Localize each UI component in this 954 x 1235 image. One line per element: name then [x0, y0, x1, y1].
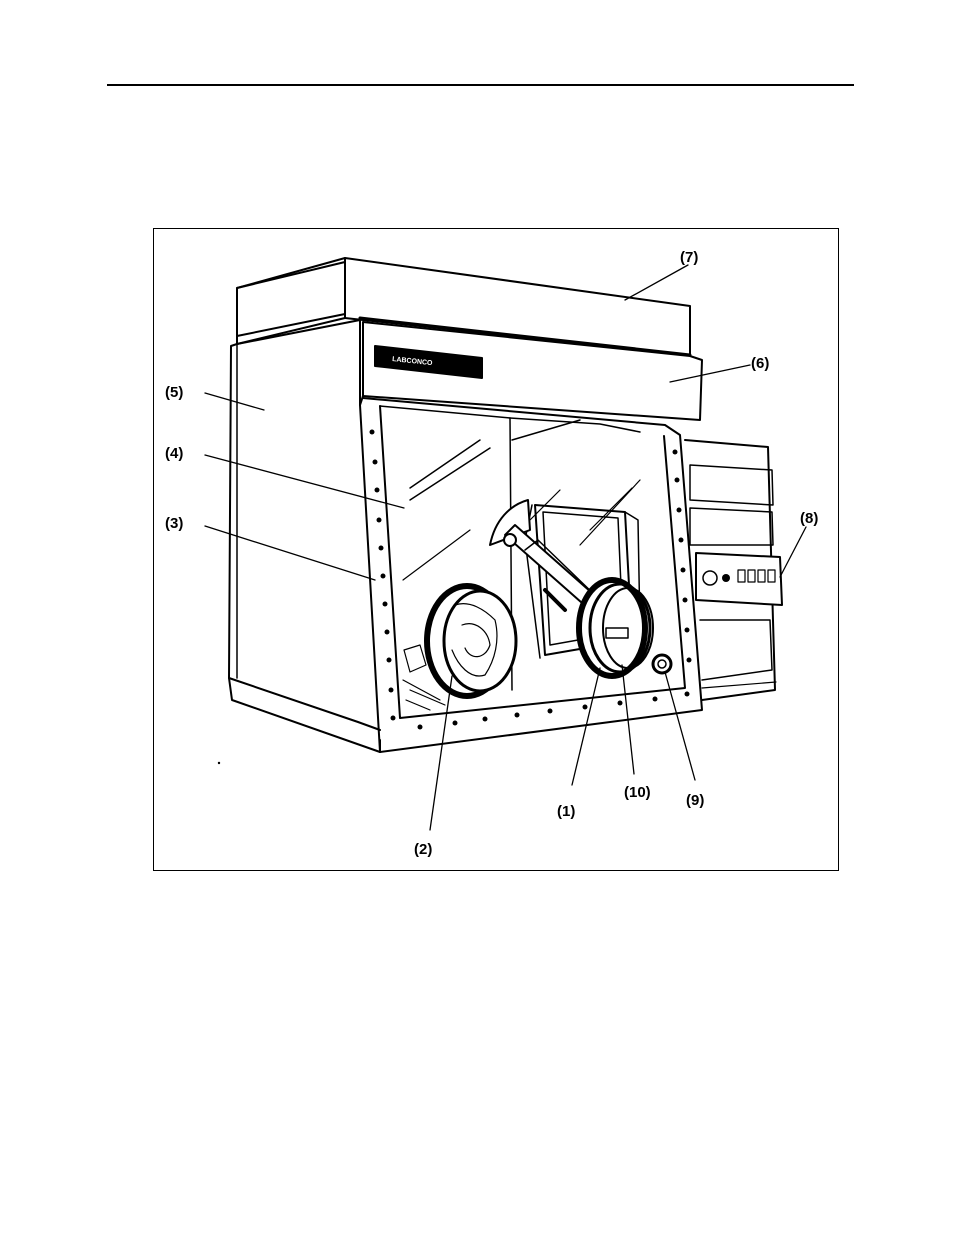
front-frame	[360, 398, 702, 752]
left-glove-port	[403, 586, 516, 710]
callout-5: (5)	[165, 384, 183, 401]
callout-1: (1)	[557, 803, 575, 820]
logo-plate: LABCONCO	[375, 346, 482, 378]
callout-4: (4)	[165, 445, 183, 462]
callout-7: (7)	[680, 249, 698, 266]
callout-6: (6)	[751, 355, 769, 372]
side-panel	[229, 262, 380, 752]
callout-2: (2)	[414, 841, 432, 858]
control-cabinet	[685, 440, 782, 700]
callout-9: (9)	[686, 792, 704, 809]
callout-8: (8)	[800, 510, 818, 527]
callout-3: (3)	[165, 515, 183, 532]
leader-lines	[205, 265, 806, 830]
speck	[218, 762, 220, 764]
valve	[653, 655, 671, 673]
right-glove-port	[579, 580, 653, 676]
callout-10: (10)	[624, 784, 651, 801]
